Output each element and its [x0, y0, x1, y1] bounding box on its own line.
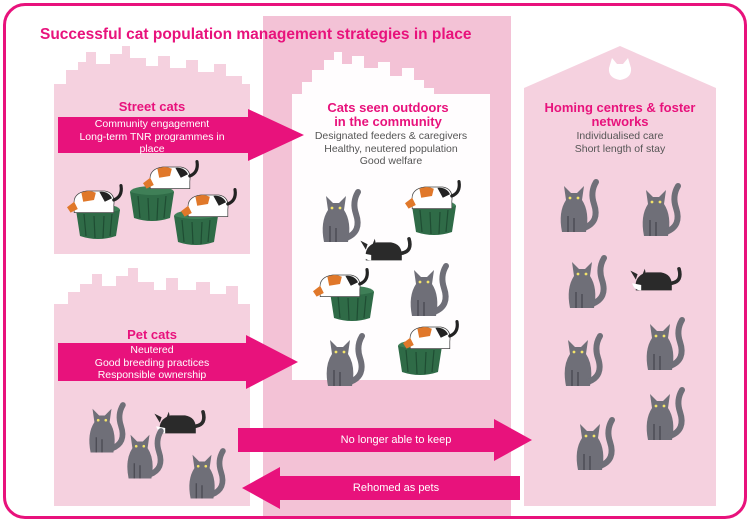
pet-cat-grey-1: [89, 405, 123, 453]
pet-cat-grey-3: [189, 451, 223, 499]
community-cat-bw: [358, 237, 412, 263]
pet-arrow: [58, 335, 298, 389]
street-line-2: Long-term TNR programmes in: [79, 130, 225, 143]
street-line-1: Community engagement: [94, 118, 210, 130]
pet-line-2: Good breeding practices: [94, 356, 210, 369]
homing-cat-3: [569, 258, 604, 308]
no-longer-label: No longer able to keep: [340, 434, 452, 446]
pet-line-3: Responsible ownership: [97, 369, 207, 381]
homing-heading-line-1: Homing centres & foster: [544, 100, 696, 115]
community-calico-1: [403, 180, 461, 211]
community-calico-2: [311, 268, 369, 299]
outdoors-heading: Cats seen outdoors in the community: [298, 101, 478, 129]
outdoors-line-2: Healthy, neutered population: [324, 142, 458, 155]
pet-cat-grey-2: [127, 431, 161, 479]
community-cat-grey-3: [327, 336, 362, 386]
page-title: Successful cat population management str…: [40, 26, 472, 43]
pet-cats-details: Neutered Good breeding practices Respons…: [62, 344, 242, 382]
homing-details: Individualised care Short length of stay: [530, 130, 710, 155]
outdoors-line-3: Good welfare: [359, 155, 423, 167]
outdoors-heading-line-1: Cats seen outdoors: [327, 100, 449, 115]
community-calico-3: [401, 320, 459, 351]
pet-cats-heading: Pet cats: [127, 327, 177, 342]
rehomed-label: Rehomed as pets: [352, 482, 440, 494]
community-cat-grey-1: [323, 192, 358, 242]
homing-line-2: Short length of stay: [574, 142, 666, 155]
homing-cat-1: [561, 182, 596, 232]
street-arrow-shape: [58, 109, 304, 161]
homing-cat-6: [577, 420, 612, 470]
homing-heading: Homing centres & foster networks: [530, 101, 710, 129]
illustrations: [65, 160, 744, 516]
no-longer-arrow-shape: [238, 419, 532, 461]
homing-heading-line-2: networks: [591, 114, 649, 129]
street-feeder-2: [129, 185, 175, 222]
street-calico-3: [179, 188, 237, 219]
street-line-3: place: [139, 143, 165, 155]
street-calico-2: [141, 160, 199, 191]
homing-cat-4: [565, 336, 600, 386]
pet-line-1: Neutered: [130, 344, 174, 356]
street-cats-heading: Street cats: [118, 99, 186, 114]
community-cat-grey-2: [411, 266, 446, 316]
flow-arrows: [238, 419, 532, 509]
homing-cat-bw: [628, 266, 682, 293]
homing-cat-2: [643, 186, 678, 236]
pet-arrow-shape: [58, 335, 298, 389]
roof-cat-icon: [608, 58, 632, 80]
homing-cat-5: [647, 320, 682, 370]
homing-house: [524, 46, 716, 506]
outdoors-line-1: Designated feeders & caregivers: [314, 130, 468, 142]
rehomed-arrow-shape: [242, 467, 520, 509]
outdoors-heading-line-2: in the community: [334, 114, 442, 129]
street-arrow: [58, 109, 304, 161]
street-calico-1: [65, 184, 123, 215]
homing-cat-7: [647, 390, 682, 440]
homing-line-1: Individualised care: [576, 130, 664, 142]
street-cats-details: Community engagement Long-term TNR progr…: [62, 118, 242, 156]
outdoors-details: Designated feeders & caregivers Healthy,…: [292, 130, 490, 168]
infographic-frame: Successful cat population management str…: [3, 3, 747, 519]
